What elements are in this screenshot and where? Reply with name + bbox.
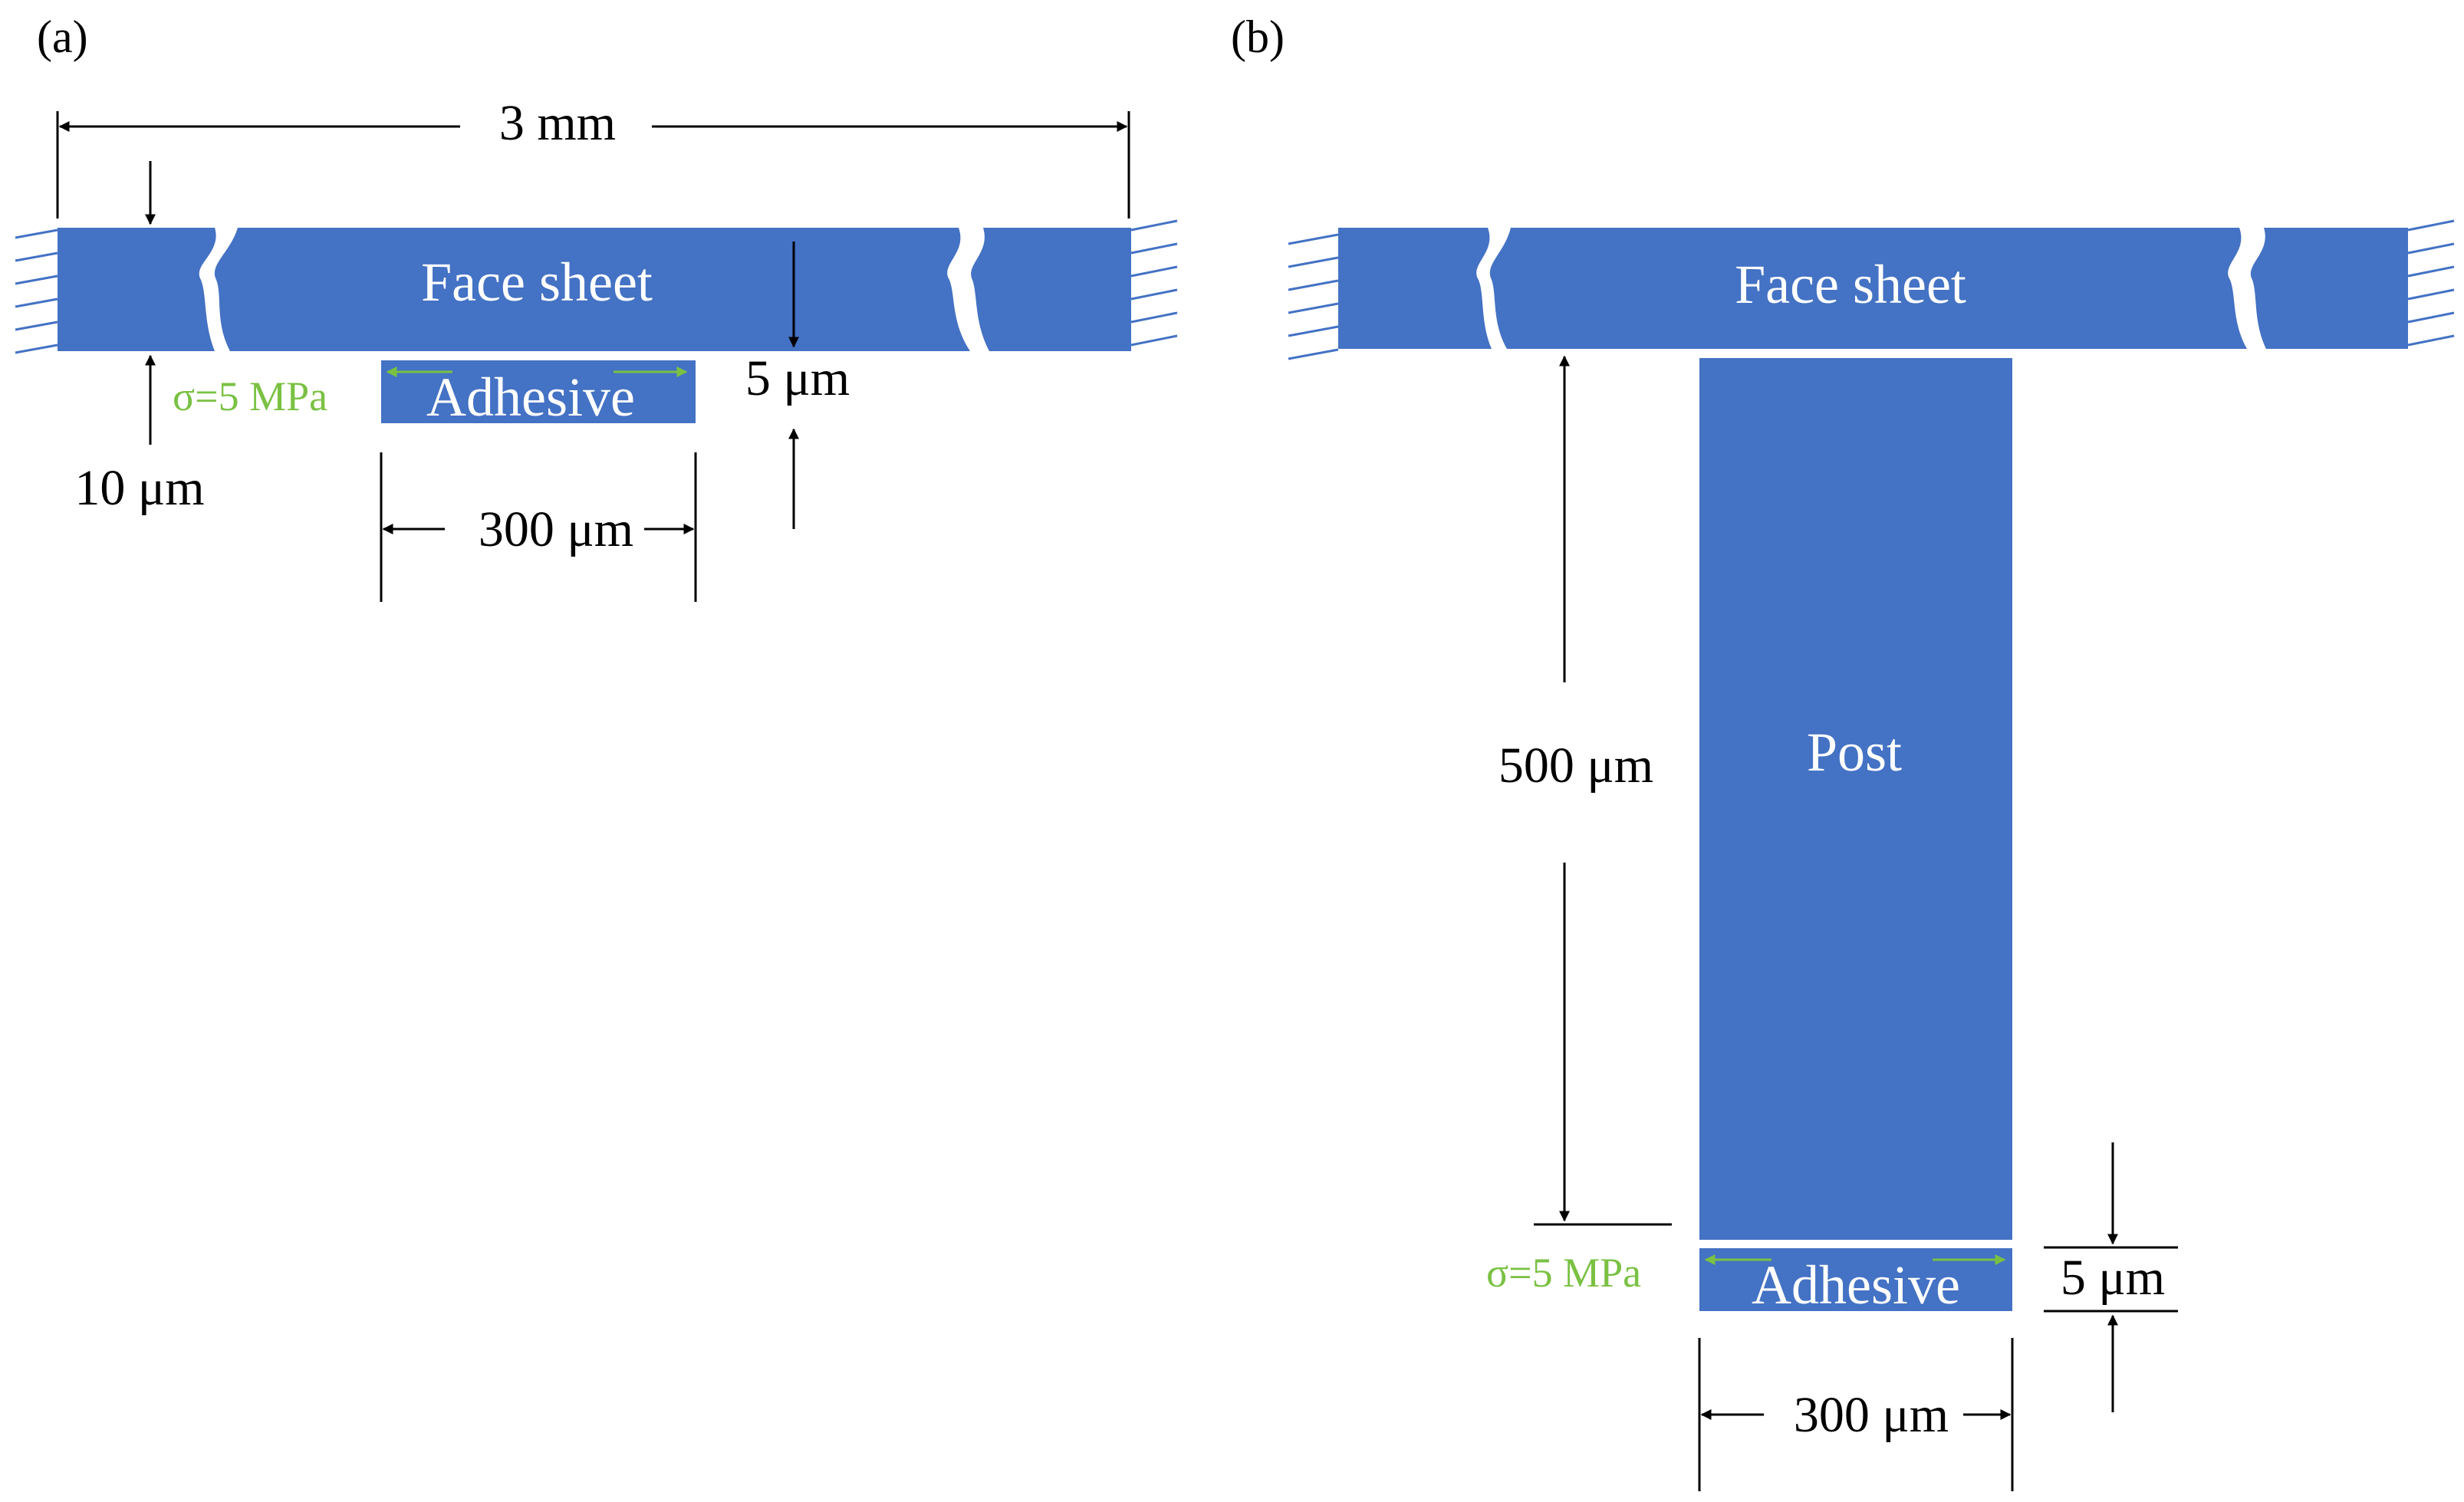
adhesive-label-a: Adhesive	[426, 366, 635, 428]
adhesive-width-label-b: 300 μm	[1794, 1387, 1949, 1443]
panel-b: (b) Face sheet Post	[1231, 12, 2455, 1491]
fixed-support-right-b	[2407, 219, 2455, 347]
adhesive-width-label-a: 300 μm	[479, 501, 633, 557]
stress-label-b: σ=5 MPa	[1486, 1250, 1641, 1296]
adhesive-thickness-label-b: 5 μm	[2061, 1250, 2165, 1306]
panel-a: (a) Face sheet Adhesive	[15, 12, 1178, 602]
post-label-b: Post	[1807, 721, 1902, 783]
length-dim-label-a: 3 mm	[499, 95, 616, 151]
panel-b-label: (b)	[1231, 12, 1285, 62]
post-b	[1699, 358, 2012, 1240]
stress-label-a: σ=5 MPa	[173, 373, 327, 419]
face-sheet-a	[58, 228, 1131, 351]
fixed-support-left-a	[15, 228, 58, 354]
face-thickness-label-a: 10 μm	[74, 460, 204, 516]
face-sheet-label-b: Face sheet	[1735, 254, 1966, 315]
adhesive-label-b: Adhesive	[1752, 1254, 1960, 1316]
fixed-support-left-b	[1288, 233, 1339, 360]
fixed-support-right-a	[1130, 219, 1178, 347]
post-height-label-b: 500 μm	[1498, 738, 1653, 794]
face-sheet-label-a: Face sheet	[421, 251, 653, 313]
face-sheet-b	[1338, 228, 2408, 349]
adhesive-thickness-label-a: 5 μm	[745, 350, 850, 406]
panel-a-label: (a)	[37, 12, 88, 62]
